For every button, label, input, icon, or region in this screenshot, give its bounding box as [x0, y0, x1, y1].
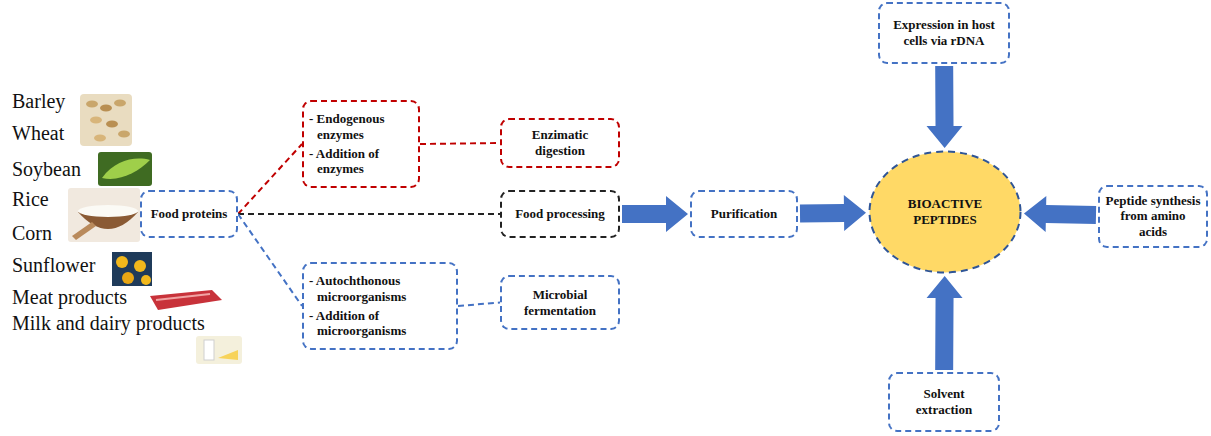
grain [114, 100, 126, 107]
food-label: Corn [12, 222, 52, 245]
rice-ground [68, 188, 140, 242]
meat-picture [150, 290, 222, 310]
soy-ground [98, 152, 152, 186]
sunflower [122, 272, 134, 284]
block-arrow [927, 276, 963, 370]
text-holder: Purification [692, 203, 796, 225]
food-label: Milk and dairy products [12, 312, 205, 335]
node-text: Microbial fermentation [507, 287, 613, 318]
food-label: Sunflower [12, 254, 95, 277]
cheese [218, 350, 238, 360]
sunflower-picture [112, 252, 152, 286]
text-holder: Enzimatic digestion [502, 124, 618, 161]
grain-picture [80, 94, 132, 146]
method-box: - Autochthonous microorganisms - Addition… [302, 262, 458, 350]
block-arrow [1024, 196, 1096, 232]
rice-picture [68, 188, 140, 242]
result-ellipse: BIOACTIVE PEPTIDES [868, 150, 1022, 274]
block-arrow [927, 66, 963, 148]
text-holder: Peptide synthesis from amino acids [1100, 190, 1206, 243]
ellipse-shape [870, 152, 1021, 273]
source-box: Expression in host cells via rDNA [878, 2, 1010, 64]
dashed-connector [238, 214, 302, 306]
grain [94, 135, 106, 142]
dashed-connector [238, 213, 500, 215]
sunflower [141, 275, 151, 285]
process-box: Purification [690, 190, 798, 238]
dashed-connector [458, 303, 500, 307]
grain [90, 117, 102, 124]
node-text: BIOACTIVE PEPTIDES [895, 196, 996, 227]
grain [118, 131, 130, 138]
text-holder: BIOACTIVE PEPTIDES [890, 193, 1001, 230]
node-text: Solvent extraction [895, 386, 993, 417]
sunflower [116, 256, 128, 268]
process-box: Microbial fermentation [500, 275, 620, 330]
milk-glass [204, 340, 214, 360]
node-text: Purification [697, 206, 791, 222]
text-holder: Food proteins [142, 203, 236, 225]
dairy-picture [196, 336, 242, 364]
food-label: Rice [12, 188, 49, 211]
process-box: Enzimatic digestion [500, 118, 620, 168]
source-box: Food proteins [140, 190, 238, 238]
rice-spoon [72, 222, 96, 240]
node-text: - Endogenous enzymes [309, 111, 413, 142]
node-text: Food proteins [147, 206, 231, 222]
node-text: Peptide synthesis from amino acids [1105, 193, 1201, 240]
grain [86, 101, 98, 108]
block-arrow [622, 196, 688, 232]
grain-ground [80, 94, 132, 146]
block-arrow [800, 195, 866, 231]
node-text: Enzimatic digestion [507, 127, 613, 158]
text-holder: - Endogenous enzymes - Addition of enzyme… [304, 105, 418, 182]
method-box: - Endogenous enzymes - Addition of enzyme… [302, 100, 420, 188]
text-holder: Food processing [502, 203, 618, 225]
text-holder: Solvent extraction [890, 383, 998, 420]
soybean-picture [98, 152, 152, 186]
node-text: - Addition of microorganisms [309, 308, 451, 339]
node-text: Expression in host cells via rDNA [885, 17, 1003, 48]
grain [100, 105, 112, 112]
soy-pod [102, 159, 150, 179]
sunflower [134, 260, 146, 272]
food-label: Barley [12, 90, 65, 113]
dairy-ground [196, 336, 242, 364]
source-box: Peptide synthesis from amino acids [1098, 185, 1208, 248]
food-label: Meat products [12, 286, 127, 309]
process-box: Food processing [500, 190, 620, 238]
node-text: - Autochthonous microorganisms [309, 273, 451, 304]
food-label: Soybean [12, 158, 81, 181]
meat-fat [156, 294, 210, 300]
source-box: Solvent extraction [888, 372, 1000, 432]
node-text: Food processing [507, 206, 613, 222]
sunflower-ground [112, 252, 152, 286]
dashed-connector [238, 144, 302, 214]
food-label: Wheat [12, 122, 64, 145]
node-text: - Addition of enzymes [309, 146, 413, 177]
grain [106, 121, 118, 128]
text-holder: - Autochthonous microorganisms - Addition… [304, 267, 456, 344]
meat-slice [150, 290, 222, 310]
dashed-connector [420, 143, 500, 144]
text-holder: Expression in host cells via rDNA [880, 14, 1008, 51]
text-holder: Microbial fermentation [502, 284, 618, 321]
rice-grains [78, 205, 138, 217]
